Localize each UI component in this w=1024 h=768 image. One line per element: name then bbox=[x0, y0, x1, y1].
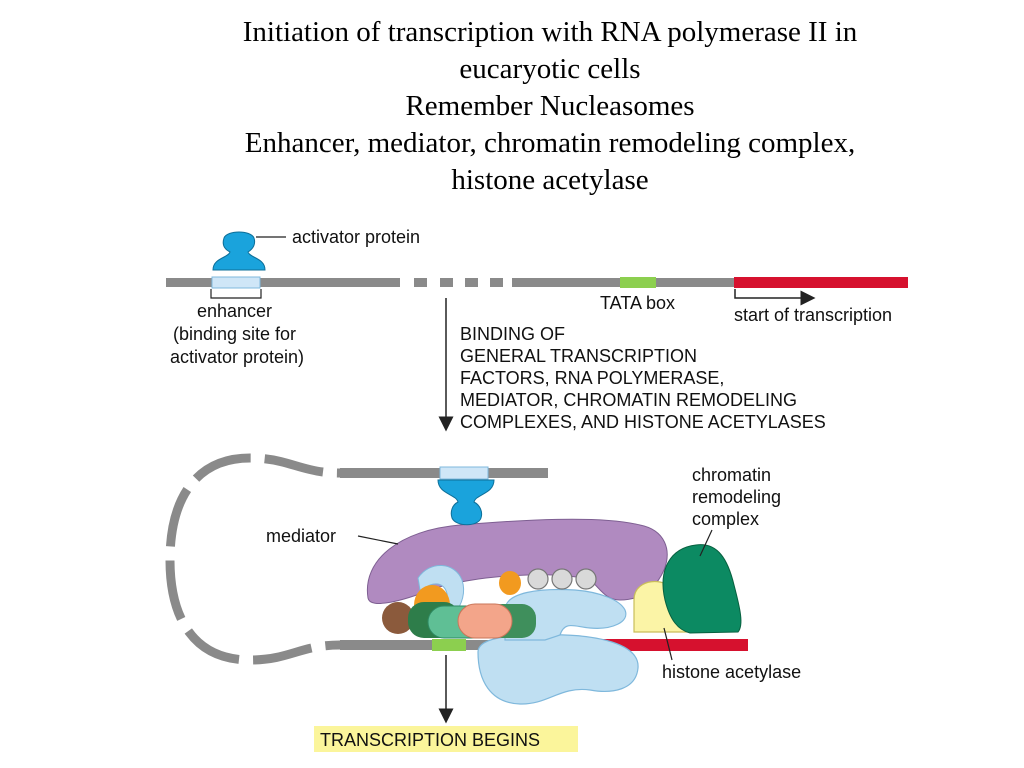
dna-loop bbox=[165, 453, 545, 665]
tata-box-bottom bbox=[432, 639, 466, 651]
tata-box-label: TATA box bbox=[600, 293, 675, 313]
enhancer-site-bound bbox=[439, 466, 489, 480]
activator-protein-icon bbox=[212, 231, 266, 271]
activator-protein-label: activator protein bbox=[292, 227, 420, 247]
histone-leader-line bbox=[663, 627, 673, 661]
chromatin-remodeling-complex bbox=[662, 544, 742, 634]
title-line-5: histone acetylase bbox=[451, 164, 649, 196]
mediator-label: mediator bbox=[266, 526, 336, 546]
tata-box bbox=[620, 277, 656, 288]
histone-acetylase-label: histone acetylase bbox=[662, 662, 801, 682]
dna-dash bbox=[414, 278, 427, 287]
title-line-1: Initiation of transcription with RNA pol… bbox=[242, 16, 858, 48]
transcribed-region bbox=[734, 277, 908, 288]
start-arrow bbox=[734, 289, 816, 306]
binding-step-label: BINDING OF GENERAL TRANSCRIPTION FACTORS… bbox=[460, 324, 826, 432]
title-line-4: Enhancer, mediator, chromatin remodeling… bbox=[244, 127, 856, 159]
title-line-3: Remember Nucleasomes bbox=[405, 90, 695, 122]
chromatin-remodeling-label: chromatin remodeling complex bbox=[692, 465, 786, 529]
dna-strand-left bbox=[166, 278, 400, 287]
title-line-2: eucaryotic cells bbox=[459, 53, 641, 85]
transcription-begins-highlight bbox=[314, 726, 578, 752]
subunit-circle bbox=[527, 568, 549, 590]
enhancer-bracket bbox=[210, 289, 262, 299]
bottom-complex-panel: chromatin remodeling complex mediator hi… bbox=[165, 453, 801, 752]
rna-polymerase bbox=[477, 634, 639, 705]
enhancer-site bbox=[211, 276, 261, 289]
dna-dash bbox=[465, 278, 478, 287]
dna-dash bbox=[490, 278, 503, 287]
factor-small-orange bbox=[499, 571, 521, 595]
top-dna-panel: activator protein enhancer (binding site… bbox=[166, 227, 908, 367]
subunit-circle bbox=[551, 568, 573, 590]
chromatin-leader-line bbox=[699, 529, 713, 557]
enhancer-label: enhancer (binding site for activator pro… bbox=[170, 301, 304, 367]
factor-brown bbox=[382, 602, 414, 634]
bound-activator-protein-icon bbox=[437, 479, 495, 526]
mediator-leader-line bbox=[357, 535, 399, 545]
factor-salmon bbox=[457, 603, 513, 639]
binding-step: BINDING OF GENERAL TRANSCRIPTION FACTORS… bbox=[438, 298, 826, 432]
dna-dash bbox=[440, 278, 453, 287]
slide-title: Initiation of transcription with RNA pol… bbox=[150, 14, 950, 199]
start-of-transcription-label: start of transcription bbox=[734, 305, 892, 325]
transcription-begins-label: TRANSCRIPTION BEGINS bbox=[320, 730, 540, 750]
subunit-circle bbox=[575, 568, 597, 590]
